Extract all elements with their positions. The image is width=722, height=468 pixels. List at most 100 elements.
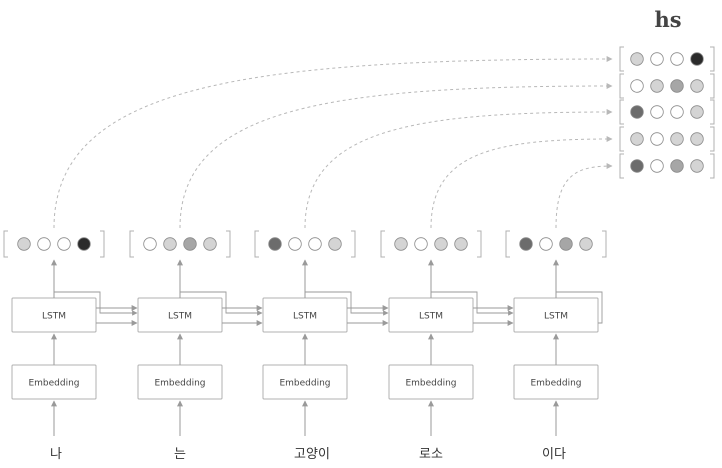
hidden-state-cell xyxy=(268,237,282,251)
recurrent-skip-arrow xyxy=(180,291,263,316)
token-label: 로소 xyxy=(419,447,443,462)
hidden-state-bracket-left xyxy=(380,230,385,258)
hs-row xyxy=(619,99,715,125)
hs-cell xyxy=(670,105,684,119)
embedding-label: Embedding xyxy=(279,379,330,389)
hidden-to-hs-link xyxy=(555,163,613,229)
hs-row-bracket-right xyxy=(710,99,715,125)
hidden-state-bracket-right xyxy=(100,230,105,258)
hs-row-bracket-right xyxy=(710,46,715,72)
hidden-state-bracket-right xyxy=(477,230,482,258)
hs-cell xyxy=(650,79,664,93)
hs-cell xyxy=(650,159,664,173)
hs-row-bracket-left xyxy=(619,99,624,125)
time-step: LSTM Embedding 로소 xyxy=(380,230,514,462)
embedding-label: Embedding xyxy=(530,379,581,389)
hs-cell xyxy=(630,52,644,66)
hidden-state-bracket-left xyxy=(3,230,8,258)
hs-cell xyxy=(630,159,644,173)
embedding-label: Embedding xyxy=(405,379,456,389)
time-step: LSTM Embedding 나 xyxy=(3,230,138,462)
hs-cell xyxy=(630,79,644,93)
hidden-state-cell xyxy=(454,237,468,251)
hs-cell xyxy=(670,52,684,66)
hidden-state-bracket-left xyxy=(505,230,510,258)
lstm-label: LSTM xyxy=(293,312,317,322)
hidden-state-cell xyxy=(57,237,71,251)
hidden-state-cell xyxy=(328,237,342,251)
hidden-state-cell xyxy=(17,237,31,251)
hidden-state-links xyxy=(53,56,613,229)
hidden-state-bracket-left xyxy=(254,230,259,258)
hidden-state-bracket-right xyxy=(602,230,607,258)
hs-row-bracket-left xyxy=(619,126,624,152)
hs-cell xyxy=(670,132,684,146)
hidden-state-cell xyxy=(77,237,91,251)
lstm-label: LSTM xyxy=(168,312,192,322)
hs-row-bracket-left xyxy=(619,153,624,179)
token-label: 고양이 xyxy=(294,447,330,462)
hs-cell xyxy=(690,105,704,119)
recurrent-skip-arrow xyxy=(54,291,138,316)
hs-row-bracket-left xyxy=(619,73,624,99)
token-label: 는 xyxy=(174,447,186,462)
hs-cell xyxy=(670,159,684,173)
hs-cell xyxy=(630,105,644,119)
recurrent-skip-arrow xyxy=(431,291,514,316)
hs-cell xyxy=(690,52,704,66)
lstm-label: LSTM xyxy=(544,312,568,322)
hidden-state-cell xyxy=(414,237,428,251)
hidden-state-cell xyxy=(559,237,573,251)
hs-cell xyxy=(690,79,704,93)
embedding-label: Embedding xyxy=(154,379,205,389)
hidden-state-cell xyxy=(203,237,217,251)
time-steps: LSTM Embedding 나 LSTM Embedding 는 LSTM Embeddin… xyxy=(3,230,607,462)
hidden-state-cell xyxy=(519,237,533,251)
hs-cell xyxy=(690,132,704,146)
hidden-state-cell xyxy=(394,237,408,251)
hs-row xyxy=(619,73,715,99)
hidden-to-hs-link xyxy=(430,136,613,229)
hidden-state-cell xyxy=(143,237,157,251)
hs-cell xyxy=(630,132,644,146)
token-label: 이다 xyxy=(542,447,566,462)
hidden-state-bracket-left xyxy=(129,230,134,258)
hidden-to-hs-link xyxy=(304,109,613,229)
hs-title: hs xyxy=(654,7,681,32)
hs-row-bracket-right xyxy=(710,153,715,179)
hidden-state-cell xyxy=(308,237,322,251)
hidden-state-cell xyxy=(579,237,593,251)
time-step: LSTM Embedding 고양이 xyxy=(254,230,389,462)
hidden-state-cell xyxy=(183,237,197,251)
recurrent-skip-arrow xyxy=(305,291,389,316)
hs-row-bracket-left xyxy=(619,46,624,72)
hidden-state-bracket-right xyxy=(351,230,356,258)
hs-cell xyxy=(650,132,664,146)
hs-cell xyxy=(650,105,664,119)
time-step: LSTM Embedding 이다 xyxy=(505,230,607,462)
embedding-label: Embedding xyxy=(28,379,79,389)
final-state-connector xyxy=(556,291,603,324)
hidden-state-cell xyxy=(539,237,553,251)
hidden-state-cell xyxy=(288,237,302,251)
hs-cell xyxy=(690,159,704,173)
time-step: LSTM Embedding 는 xyxy=(129,230,263,462)
lstm-label: LSTM xyxy=(42,312,66,322)
hs-row xyxy=(619,126,715,152)
hidden-state-cell xyxy=(434,237,448,251)
hidden-state-bracket-right xyxy=(226,230,231,258)
hs-matrix xyxy=(619,46,715,179)
hs-row-bracket-right xyxy=(710,73,715,99)
hs-row xyxy=(619,46,715,72)
hs-row xyxy=(619,153,715,179)
hidden-to-hs-link xyxy=(53,56,613,229)
hidden-state-cell xyxy=(37,237,51,251)
hs-cell xyxy=(670,79,684,93)
hidden-state-cell xyxy=(163,237,177,251)
hidden-to-hs-link xyxy=(179,83,613,229)
hs-cell xyxy=(650,52,664,66)
hs-row-bracket-right xyxy=(710,126,715,152)
token-label: 나 xyxy=(50,447,62,462)
lstm-label: LSTM xyxy=(419,312,443,322)
